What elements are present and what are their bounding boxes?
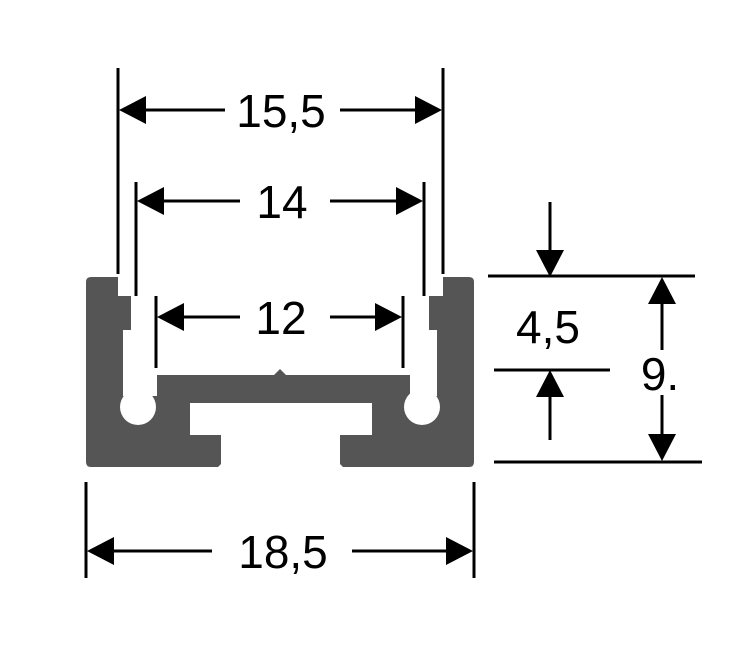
label-overall-width: 18,5 (238, 526, 328, 578)
extension-lines (84, 68, 702, 578)
arrow-9-top (648, 277, 676, 304)
dimension-top-inner-width: 14 (137, 176, 423, 228)
arrow-185-left (87, 537, 114, 565)
dimension-overall-height: 9. (641, 277, 679, 461)
arrow-155-left (119, 96, 146, 124)
label-partial-height: 4,5 (516, 301, 580, 353)
label-top-outer-width: 15,5 (236, 85, 326, 137)
label-overall-height: 9. (641, 348, 679, 400)
arrow-9-bottom (648, 434, 676, 461)
left-groove-neck (131, 330, 145, 406)
dimension-overall-width: 18,5 (87, 526, 473, 578)
arrow-12-right (375, 303, 402, 331)
profile-body (86, 277, 474, 467)
aluminium-profile (86, 277, 474, 467)
arrow-45-top (536, 250, 564, 277)
right-groove (404, 389, 440, 425)
right-groove-neck (415, 330, 429, 406)
left-groove (120, 389, 156, 425)
arrow-14-right (396, 187, 423, 215)
arrow-14-left (137, 187, 164, 215)
dimension-partial-height: 4,5 (516, 202, 580, 440)
arrow-12-left (157, 303, 184, 331)
arrow-45-bottom (536, 370, 564, 397)
label-channel-width: 12 (255, 292, 306, 344)
arrow-155-right (415, 96, 442, 124)
dimension-channel-width: 12 (157, 292, 402, 344)
dimension-top-outer-width: 15,5 (119, 85, 442, 137)
label-top-inner-width: 14 (256, 176, 307, 228)
arrow-185-right (446, 537, 473, 565)
